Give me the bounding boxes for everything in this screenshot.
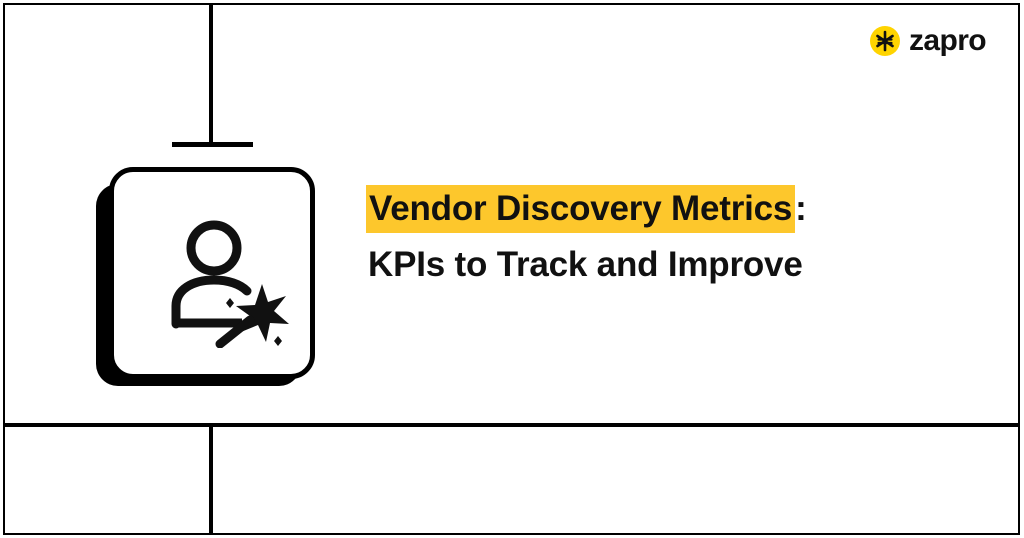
horizontal-divider <box>3 423 1020 427</box>
hanger-crossbar <box>172 142 253 147</box>
icon-card-group <box>88 160 328 400</box>
headline: Vendor Discovery Metrics: KPIs to Track … <box>366 185 966 287</box>
headline-line-1: Vendor Discovery Metrics: <box>366 185 966 233</box>
icon-card <box>109 167 315 379</box>
headline-line-2: KPIs to Track and Improve <box>368 244 803 284</box>
vertical-divider <box>209 427 213 535</box>
brand-name: zapro <box>908 24 987 57</box>
headline-colon: : <box>795 189 807 228</box>
headline-highlight: Vendor Discovery Metrics <box>366 185 796 233</box>
brand-logo[interactable]: zapro <box>869 24 987 57</box>
person-with-magic-wand-icon <box>170 220 294 348</box>
asterisk-star-icon <box>869 26 900 56</box>
hanger-vertical-line <box>209 3 213 146</box>
outer-frame <box>3 3 1020 535</box>
